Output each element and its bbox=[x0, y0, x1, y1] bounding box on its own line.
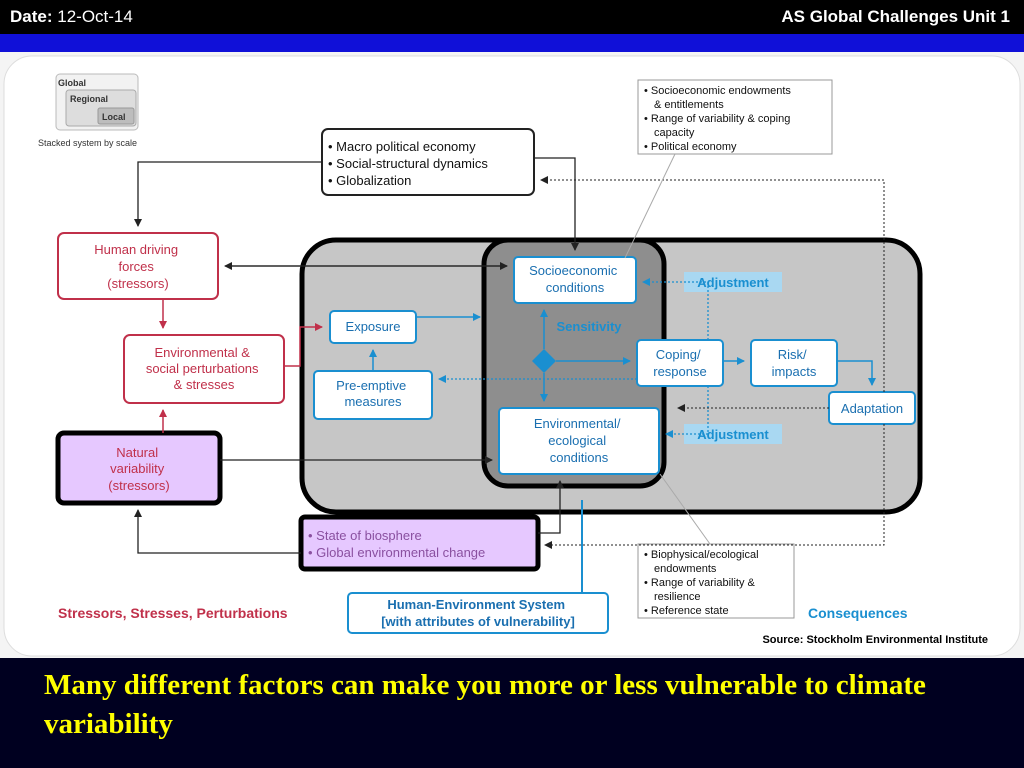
natural-variability-box bbox=[55, 430, 223, 506]
endowments-top-text: • Socioeconomic endowments & entitlement… bbox=[644, 85, 794, 153]
scale-legend: Global Regional Local Stacked system by … bbox=[38, 73, 139, 148]
scale-local-label: Local bbox=[102, 112, 126, 122]
consequences-label: Consequences bbox=[808, 605, 908, 621]
adjustment-bottom-label: Adjustment bbox=[697, 427, 769, 442]
biosphere-box bbox=[298, 514, 541, 572]
coping-response-text: Coping/ response bbox=[653, 347, 706, 379]
exposure-box bbox=[329, 310, 417, 344]
scale-legend-caption: Stacked system by scale bbox=[38, 138, 137, 148]
preemptive-measures-text: Pre-emptive measures bbox=[336, 378, 410, 409]
coping-response-box bbox=[636, 339, 724, 387]
natural-variability-text: Natural variability (stressors) bbox=[108, 445, 169, 493]
env-social-perturbations-box bbox=[123, 334, 285, 404]
scale-regional-label: Regional bbox=[70, 94, 108, 104]
diagram-svg: Global Regional Local Stacked system by … bbox=[3, 55, 1021, 657]
vulnerability-diagram: Global Regional Local Stacked system by … bbox=[0, 52, 1024, 658]
exposure-text: Exposure bbox=[346, 319, 401, 334]
env-eco-conditions-box bbox=[498, 407, 660, 475]
endowments-bottom-text: • Biophysical/ecological endowments • Ra… bbox=[644, 549, 762, 617]
scale-global-label: Global bbox=[58, 78, 86, 88]
header-accent-bar bbox=[0, 34, 1024, 52]
macro-box-text: • Macro political economy • Social-struc… bbox=[328, 139, 492, 188]
human-driving-forces-box bbox=[57, 232, 219, 300]
adaptation-text: Adaptation bbox=[841, 401, 903, 416]
hes-box bbox=[347, 592, 609, 634]
env-social-perturbations-text: Environmental & social perturbations & s… bbox=[146, 345, 262, 392]
stressors-label: Stressors, Stresses, Perturbations bbox=[58, 605, 288, 621]
socioeconomic-conditions-text: Socioeconomic conditions bbox=[529, 263, 621, 295]
human-driving-forces-text: Human driving forces (stressors) bbox=[94, 242, 181, 291]
date-text: Date: 12-Oct-14 bbox=[10, 7, 133, 26]
unit-title: AS Global Challenges Unit 1 bbox=[781, 7, 1010, 26]
risk-impacts-box bbox=[750, 339, 838, 387]
biosphere-text: • State of biosphere • Global environmen… bbox=[308, 528, 485, 560]
slide-header: Date: 12-Oct-14 AS Global Challenges Uni… bbox=[0, 0, 1024, 34]
slide-caption: Many different factors can make you more… bbox=[44, 669, 926, 740]
socioeconomic-conditions-box bbox=[513, 256, 637, 304]
adjustment-bottom-box bbox=[684, 424, 782, 444]
adjustment-top-label: Adjustment bbox=[697, 275, 769, 290]
caption-band: Many different factors can make you more… bbox=[0, 658, 1024, 768]
source-text: Source: Stockholm Environmental Institut… bbox=[762, 634, 988, 646]
env-eco-conditions-text: Environmental/ ecological conditions bbox=[534, 416, 624, 465]
sensitivity-diamond bbox=[532, 349, 556, 373]
endowments-top-box bbox=[637, 79, 833, 155]
risk-impacts-text: Risk/ impacts bbox=[772, 347, 817, 379]
sensitivity-label: Sensitivity bbox=[556, 319, 622, 334]
endowments-bottom-box bbox=[637, 543, 795, 619]
connectors bbox=[134, 153, 885, 593]
hes-text: Human-Environment System [with attribute… bbox=[381, 597, 575, 629]
